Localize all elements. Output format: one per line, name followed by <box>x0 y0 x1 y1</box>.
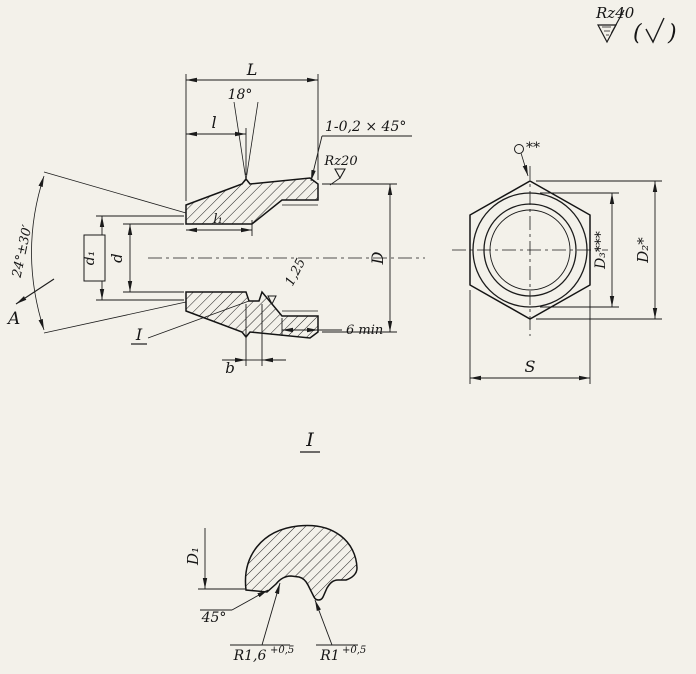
dim-l1-lines <box>186 220 253 236</box>
dim-l-lines <box>186 128 247 175</box>
dim-D1-label: D₁ <box>184 547 202 566</box>
dim-L-label: L <box>246 60 258 79</box>
check-roughness-icon <box>645 17 665 44</box>
hex-end-view: ** D₃*** D₂* S <box>452 140 662 384</box>
rz40-label: Rz40 <box>595 4 635 22</box>
radius-left-tol: +0,5 <box>270 645 294 656</box>
radius-right-tol: +0,5 <box>342 645 366 656</box>
dim-D2-lines <box>536 180 662 320</box>
thread-circle <box>489 209 571 291</box>
dim-b-label: b <box>225 359 235 377</box>
paren-open-label: ( <box>633 21 642 46</box>
general-roughness-note: Rz40 ( ) <box>595 4 677 46</box>
rz20-symbol-icon <box>329 168 346 186</box>
detail-section-shape <box>244 524 358 601</box>
angle-45-label: 45° <box>201 610 227 626</box>
dim-S-label: S <box>525 357 536 376</box>
ra-symbol-icon <box>267 295 277 306</box>
dim-D3-lines <box>540 192 619 308</box>
dim-D-lines <box>322 183 397 333</box>
dim-b-lines <box>222 304 286 366</box>
dim-d-lines <box>123 223 184 293</box>
dim-D2-label: D₂* <box>634 237 652 264</box>
angle-45-leader <box>200 589 269 611</box>
dim-l1-label: l₁ <box>213 212 222 227</box>
hexagon-outline <box>469 180 591 320</box>
ra-label: 1,25 <box>283 256 310 289</box>
radius-right-label: R1 <box>319 648 339 664</box>
angle-18-label: 18° <box>228 87 253 103</box>
roughness-symbol-icon <box>597 9 625 44</box>
dim-d-label: d <box>108 253 126 263</box>
detail-ref-label: I <box>135 325 143 344</box>
dim-L-lines <box>185 74 319 201</box>
dim-D-label: D <box>368 251 387 265</box>
dim-l-label: l <box>211 113 216 132</box>
rz20-label: Rz20 <box>323 154 357 169</box>
chamfer-leader <box>310 135 412 182</box>
detail-title: I <box>305 429 314 451</box>
radius-left-leader <box>230 582 290 646</box>
main-section-view: L 18° l 1-0,2 × 45° Rz20 <box>6 60 425 377</box>
thread-lines <box>282 204 318 312</box>
cone-angle-lines <box>31 171 187 334</box>
part-section-upper <box>185 177 319 225</box>
chamfer-label: 1-0,2 × 45° <box>325 119 406 135</box>
dim-D3-label: D₃*** <box>593 231 609 270</box>
detail-view: I D₁ 45° R1,6 +0,5 R1 +0,5 <box>184 429 366 664</box>
radius-right-leader <box>314 599 358 646</box>
view-a-label: A <box>6 309 20 329</box>
dim-d1-lines <box>83 215 184 301</box>
view-a-arrow <box>15 278 55 305</box>
dim-d1-label: d₁ <box>82 251 98 266</box>
part-section-lower <box>185 290 319 339</box>
thread-length-label: 6 min <box>346 323 383 338</box>
flag-note <box>514 144 529 177</box>
detail-ref-leader <box>131 300 250 345</box>
paren-close-label: ) <box>667 21 677 46</box>
dim-D1-lines <box>198 528 246 590</box>
bore-circle <box>483 203 577 297</box>
radius-left-label: R1,6 <box>233 648 267 664</box>
angle-18-lines <box>233 101 259 181</box>
flag-note-label: ** <box>526 140 540 156</box>
dim-S-lines <box>469 290 591 384</box>
thread-length-lines <box>281 318 342 336</box>
chamfer-circle <box>472 192 588 308</box>
